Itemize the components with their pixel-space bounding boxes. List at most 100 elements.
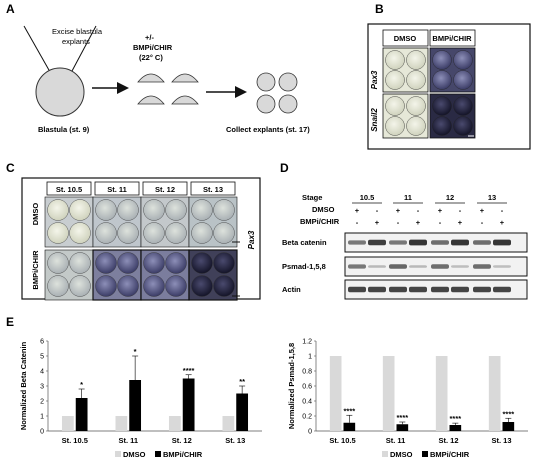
b-explant (385, 96, 405, 116)
bar-dmso (329, 356, 342, 431)
bar-dmso (222, 416, 235, 431)
y-tick-label: 1 (308, 354, 312, 361)
d-stage-value: 13 (488, 193, 496, 202)
c-explant (95, 275, 117, 297)
c-col-header: St. 12 (155, 185, 175, 194)
c-row-label-bmpi: BMPi/CHIR (31, 250, 40, 290)
d-band (473, 286, 491, 293)
d-band (431, 286, 449, 293)
b-explant (453, 96, 473, 116)
y-tick-label: 0.4 (302, 399, 312, 406)
significance-mark: **** (449, 414, 461, 423)
c-row-label-dmso: DMSO (31, 203, 40, 226)
d-band (451, 239, 469, 246)
panel-b-frame (367, 23, 531, 150)
d-band (493, 239, 511, 246)
y-tick-label: 0.2 (302, 414, 312, 421)
y-tick-label: 1 (40, 414, 44, 421)
y-tick-label: 0 (308, 429, 312, 436)
c-explant (69, 252, 91, 274)
b-col-header-dmso: DMSO (394, 34, 417, 43)
explant-4 (171, 95, 199, 105)
b-explant (432, 70, 452, 90)
significance-mark: **** (183, 366, 195, 375)
c-explant (95, 199, 117, 221)
d-bmpi-label: BMPi/CHIR (300, 217, 340, 226)
d-band (348, 264, 366, 269)
panel-a-letter: A (6, 2, 15, 16)
b-explant (406, 116, 426, 136)
d-band (473, 264, 491, 269)
b-explant (406, 96, 426, 116)
d-band (409, 239, 427, 246)
c-explant (213, 252, 235, 274)
bar-bmpi (75, 398, 88, 431)
collected-explant-4 (278, 94, 298, 114)
excise-text-line1: Excise blastula (52, 27, 103, 36)
bar-dmso (61, 416, 74, 431)
legend-label: BMPi/CHIR (163, 450, 203, 459)
b-col-header-bmpi: BMPi/CHIR (432, 34, 472, 43)
collected-explant-1 (256, 72, 276, 92)
x-tick-label: St. 11 (386, 436, 406, 445)
treatment-line1: +/- (145, 33, 154, 42)
c-gene-label: Pax3 (247, 230, 256, 249)
x-tick-label: St. 10.5 (329, 436, 355, 445)
d-band (348, 240, 366, 245)
c-explant (47, 222, 69, 244)
d-bmpi-mark: - (356, 218, 359, 227)
y-tick-label: 1.2 (302, 339, 312, 346)
panel-c-letter: C (6, 161, 15, 175)
significance-mark: * (134, 347, 137, 356)
x-tick-label: St. 12 (172, 436, 192, 445)
b-explant (385, 70, 405, 90)
explant-1 (137, 73, 165, 83)
x-tick-label: St. 10.5 (62, 436, 88, 445)
legend-label: DMSO (390, 450, 413, 459)
c-explant (143, 252, 165, 274)
d-stage-value: 10.5 (360, 193, 375, 202)
d-bmpi-mark: + (500, 218, 505, 227)
c-explant (213, 275, 235, 297)
c-explant (143, 222, 165, 244)
explant-2 (171, 73, 199, 83)
d-bmpi-mark: + (458, 218, 463, 227)
d-band (368, 239, 386, 246)
excise-text-line2: explants (62, 37, 90, 46)
d-dmso-mark: + (396, 206, 401, 215)
significance-mark: **** (343, 406, 355, 415)
d-band (493, 265, 511, 268)
b-explant (432, 50, 452, 70)
y-axis-label: Normalized Psmad-1,5,8 (287, 343, 296, 429)
d-band (409, 286, 427, 293)
bar-bmpi (182, 378, 195, 431)
y-tick-label: 0.8 (302, 369, 312, 376)
d-dmso-mark: - (417, 206, 420, 215)
d-dmso-mark: + (355, 206, 360, 215)
d-band (473, 240, 491, 245)
c-explant (165, 199, 187, 221)
d-band (431, 264, 449, 269)
d-band (368, 286, 386, 293)
legend-label: DMSO (123, 450, 146, 459)
c-explant (69, 275, 91, 297)
significance-mark: ** (239, 377, 245, 386)
c-explant (117, 252, 139, 274)
d-dmso-label: DMSO (312, 205, 335, 214)
d-bmpi-mark: - (481, 218, 484, 227)
x-tick-label: St. 13 (491, 436, 511, 445)
bar-bmpi (343, 422, 356, 431)
c-explant (117, 199, 139, 221)
y-axis-label: Normalized Beta Catenin (19, 341, 28, 430)
collected-explant-2 (278, 72, 298, 92)
d-band (389, 264, 407, 269)
d-bmpi-mark: - (439, 218, 442, 227)
c-col-header-box (94, 181, 140, 196)
c-col-header: St. 13 (203, 185, 223, 194)
legend-label: BMPi/CHIR (430, 450, 470, 459)
c-explant (69, 199, 91, 221)
